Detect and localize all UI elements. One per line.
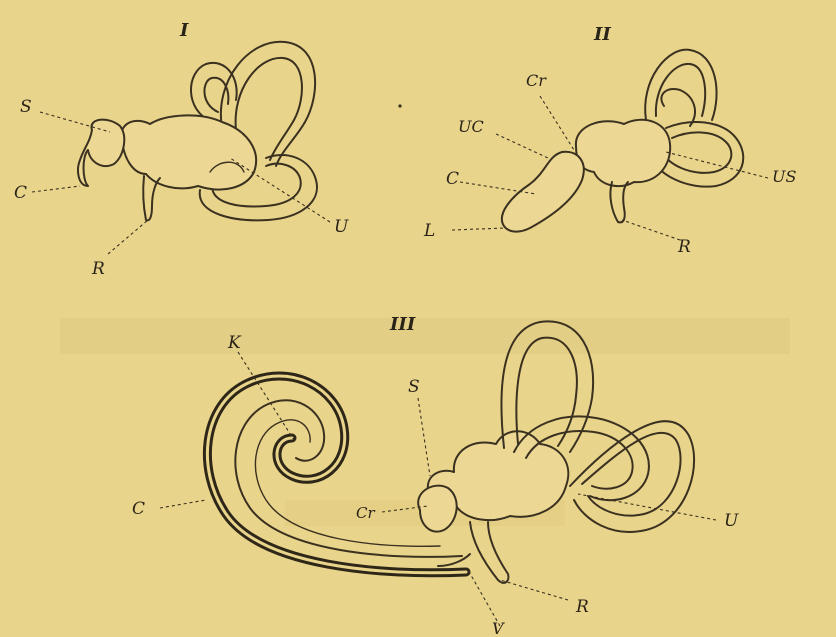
figure-2-label-uc: UC <box>458 117 484 136</box>
figure-1-label-c: C <box>14 183 27 203</box>
figure-3-label-v: V <box>492 619 505 637</box>
figure-2-label-l: L <box>423 221 435 241</box>
figure-2-label-us: US <box>772 167 796 186</box>
figure-3: III K S C Cr U <box>132 314 739 637</box>
figure-3-label-k: K <box>227 333 242 353</box>
figure-3-label-c: C <box>132 499 145 519</box>
ink-speck <box>398 104 401 107</box>
figure-2-label-r: R <box>677 237 691 257</box>
figure-1-label-r: R <box>91 259 105 279</box>
figure-1: I S C R U <box>14 20 349 279</box>
figure-2-number: II <box>593 24 611 45</box>
figure-3-label-u: U <box>724 511 739 531</box>
figure-2-label-c: C <box>446 169 459 189</box>
figure-2: II Cr UC C L R US <box>423 24 796 257</box>
figure-2-label-cr: Cr <box>526 71 547 90</box>
figure-1-label-s: S <box>20 97 32 117</box>
figure-1-label-u: U <box>334 217 349 237</box>
figure-3-label-s: S <box>408 377 420 397</box>
figure-1-number: I <box>179 20 189 41</box>
figure-3-label-r: R <box>575 597 589 617</box>
figure-3-number: III <box>389 314 416 335</box>
figure-3-label-cr: Cr <box>356 504 375 522</box>
